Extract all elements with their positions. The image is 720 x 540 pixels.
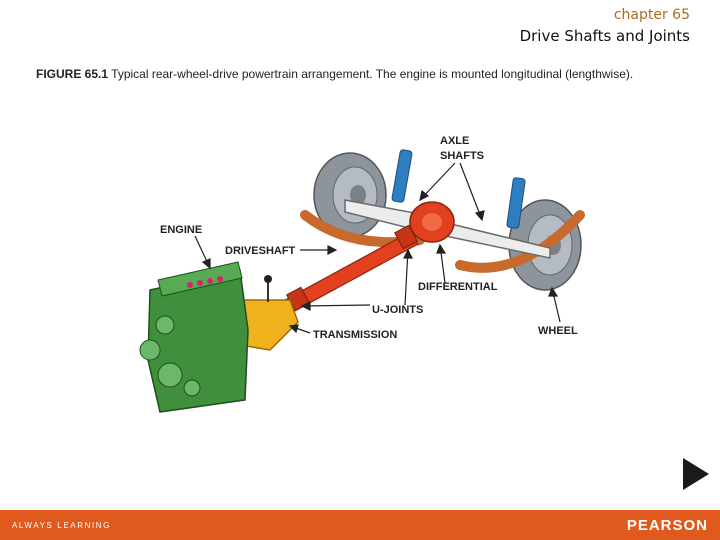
powertrain-diagram: AXLE SHAFTS ENGINE DRIVESHAFT DIFFERENTI…	[139, 135, 585, 413]
footer-bar: ALWAYS LEARNING PEARSON	[0, 510, 720, 540]
label-transmission: TRANSMISSION	[313, 329, 397, 341]
figure-caption: FIGURE 65.1 Typical rear-wheel-drive pow…	[36, 66, 676, 83]
footer-tagline: ALWAYS LEARNING	[12, 521, 111, 530]
differential-housing	[409, 201, 455, 243]
label-u-joints: U-JOINTS	[372, 304, 423, 316]
leader-lines	[194, 162, 561, 334]
label-differential: DIFFERENTIAL	[418, 281, 498, 293]
label-wheel: WHEEL	[538, 325, 578, 337]
shock-absorber-right	[506, 177, 526, 229]
chapter-number: chapter 65	[613, 7, 690, 23]
u-joint-rear	[394, 224, 418, 250]
figure-number: FIGURE 65.1	[36, 67, 109, 81]
label-axle-line1: AXLE	[440, 135, 469, 147]
brand-logo: PEARSON	[626, 517, 708, 534]
chapter-title: Drive Shafts and Joints	[519, 27, 690, 45]
play-triangle-icon[interactable]	[683, 458, 709, 490]
label-axle-line2: SHAFTS	[440, 150, 484, 162]
engine-block	[139, 261, 249, 413]
label-engine: ENGINE	[160, 224, 202, 236]
shock-absorber-left	[391, 149, 413, 203]
label-driveshaft: DRIVESHAFT	[225, 245, 296, 257]
shift-knob	[264, 275, 272, 283]
figure-caption-text: Typical rear-wheel-drive powertrain arra…	[108, 67, 634, 81]
leaf-spring-right	[455, 210, 585, 273]
